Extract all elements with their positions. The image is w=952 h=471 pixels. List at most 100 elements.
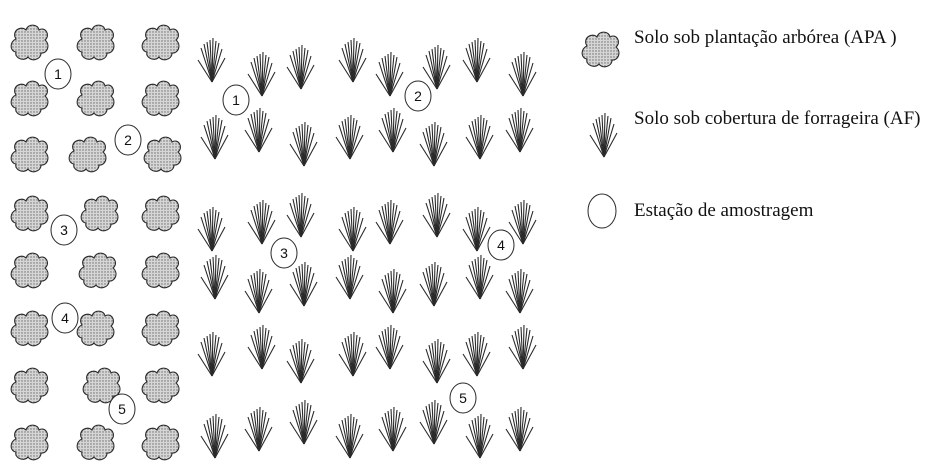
grass-tuft-icon <box>338 331 367 377</box>
grass-tuft-icon <box>200 254 229 300</box>
station-circle <box>44 58 72 90</box>
grass-tuft-icon <box>419 399 448 445</box>
shrub-icon <box>10 310 49 347</box>
grass-tuft-icon <box>200 114 229 160</box>
grass-tuft-icon <box>508 199 537 245</box>
legend-icons <box>581 31 620 229</box>
apa-station-5: 5 <box>108 393 136 425</box>
grass-tuft-icon <box>335 114 364 160</box>
grass-tuft-icon <box>508 324 537 370</box>
grass-tuft-icon <box>589 112 618 158</box>
shrub-icon <box>141 310 180 347</box>
shrub-icon <box>141 424 180 461</box>
station-circle <box>449 382 477 414</box>
grass-tuft-icon <box>378 268 407 314</box>
grass-tuft-icon <box>375 324 404 370</box>
grass-tuft-icon <box>378 406 407 452</box>
grass-tuft-icon <box>247 199 276 245</box>
station-number: 3 <box>280 245 288 261</box>
shrub-icon <box>10 367 49 404</box>
shrub-icon <box>141 252 180 289</box>
legend-station-label: Estação de amostragem <box>634 200 814 221</box>
grass-tuft-icon <box>378 107 407 153</box>
station-number: 1 <box>54 66 62 82</box>
grass-tuft-icon <box>286 338 315 384</box>
grass-tuft-icon <box>338 206 367 252</box>
shrub-icon <box>76 80 115 117</box>
apa-station-3: 3 <box>50 214 78 246</box>
circle-icon <box>587 193 617 229</box>
shrub-icon <box>76 24 115 61</box>
station-number: 5 <box>118 401 126 417</box>
grass-tuft-icon <box>197 37 226 83</box>
station-number: 1 <box>232 92 240 108</box>
grass-tuft-icon <box>289 121 318 167</box>
grass-tuft-icon <box>462 331 491 377</box>
grass-tuft-icon <box>505 406 534 452</box>
af-station-1: 1 <box>222 84 250 116</box>
shrub-icon <box>141 80 180 117</box>
station-circle <box>404 80 432 112</box>
grass-tuft-icon <box>505 107 534 153</box>
shrub-icon <box>68 136 107 173</box>
apa-station-2: 2 <box>114 124 142 156</box>
grass-tuft-icon <box>338 37 367 83</box>
station-number: 5 <box>459 390 467 406</box>
station-number: 3 <box>60 222 68 238</box>
grass-tuft-icon <box>289 261 318 307</box>
grass-tuft-icon <box>375 51 404 97</box>
grass-tuft-icon <box>286 192 315 238</box>
station-circle <box>114 124 142 156</box>
grass-tuft-icon <box>465 254 494 300</box>
apa-station-1: 1 <box>44 58 72 90</box>
grass-tuft-icon <box>247 51 276 97</box>
shrub-icon <box>10 195 49 232</box>
grass-tuft-icon <box>419 261 448 307</box>
sampling-stations: 1 2 3 4 5 1 2 3 4 5 <box>44 58 515 425</box>
grass-tuft-icon <box>422 338 451 384</box>
legend-tree-label: Solo sob plantação arbórea (APA ) <box>634 27 897 48</box>
shrub-icon <box>10 136 49 173</box>
grass-tuft-icon <box>244 268 273 314</box>
grass-tuft-icon <box>465 413 494 459</box>
grass-tuft-icon <box>289 399 318 445</box>
grass-tuft-icon <box>335 413 364 459</box>
grass-tuft-icon <box>375 199 404 245</box>
grass-tuft-icon <box>462 37 491 83</box>
shrub-icon <box>76 424 115 461</box>
station-circle <box>51 302 79 334</box>
shrub-icon <box>141 195 180 232</box>
grass-tuft-icon <box>462 206 491 252</box>
grass-tuft-icon <box>505 268 534 314</box>
shrub-icon <box>141 24 180 61</box>
af-station-4: 4 <box>487 229 515 261</box>
grass-tuft-icon <box>286 44 315 90</box>
af-station-3: 3 <box>270 237 298 269</box>
station-number: 4 <box>497 237 505 253</box>
af-station-5: 5 <box>449 382 477 414</box>
station-circle <box>487 229 515 261</box>
shrub-icon <box>78 252 117 289</box>
shrub-icon <box>10 80 49 117</box>
shrub-icon <box>10 424 49 461</box>
station-circle <box>50 214 78 246</box>
station-number: 2 <box>414 88 422 104</box>
grass-tuft-icon <box>335 254 364 300</box>
grass-tuft-icon <box>244 107 273 153</box>
station-circle <box>270 237 298 269</box>
station-number: 2 <box>124 132 132 148</box>
shrub-icon <box>143 136 182 173</box>
af-station-2: 2 <box>404 80 432 112</box>
grass-tuft-icon <box>197 331 226 377</box>
station-circle <box>108 393 136 425</box>
shrub-icon <box>76 310 115 347</box>
station-number: 4 <box>61 310 69 326</box>
grass-tuft-icon <box>508 51 537 97</box>
grass-tuft-icon <box>244 406 273 452</box>
station-circle <box>222 84 250 116</box>
legend-forage-label: Solo sob cobertura de forrageira (AF) <box>634 108 921 129</box>
apa-station-4: 4 <box>51 302 79 334</box>
grass-tuft-icon <box>422 192 451 238</box>
tree-plantation-area <box>10 24 182 461</box>
